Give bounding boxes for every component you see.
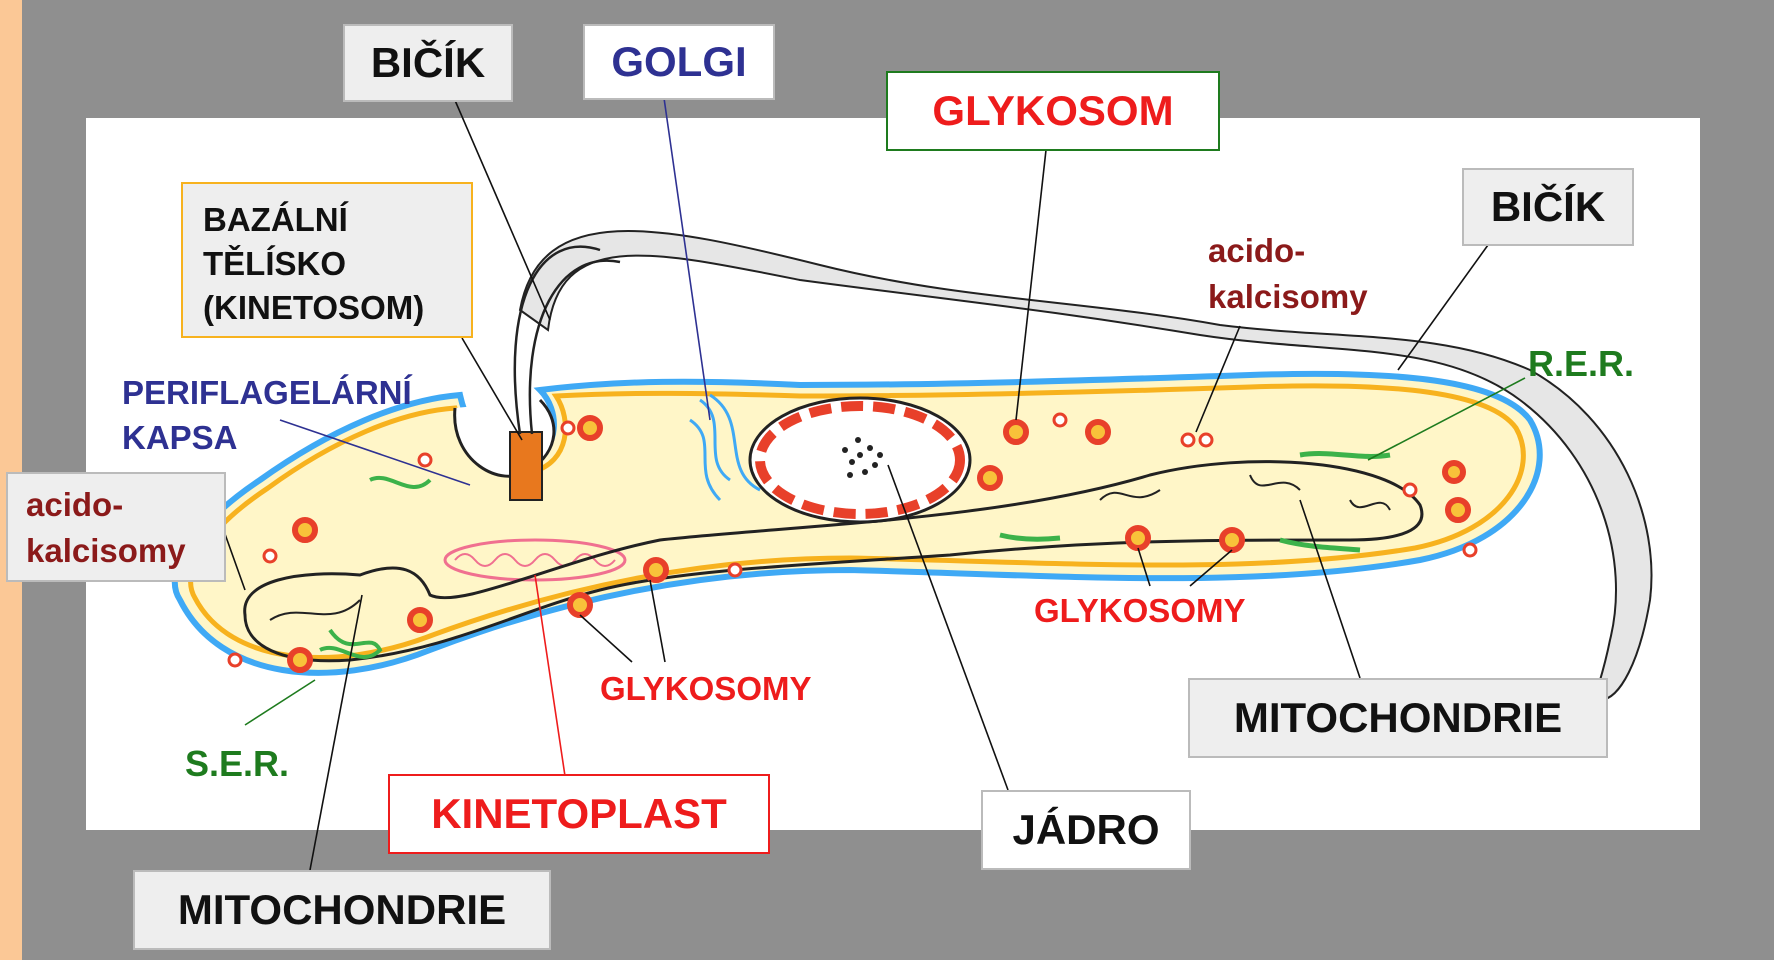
label-periflagelarni-kapsa: PERIFLAGELÁRNÍ KAPSA <box>122 370 412 460</box>
label-glykosomy-center: GLYKOSOMY <box>600 670 812 708</box>
label-jadro: JÁDRO <box>981 790 1191 870</box>
label-bazalni-telisko: BAZÁLNÍ TĚLÍSKO (KINETOSOM) <box>181 182 473 338</box>
label-bicik-top: BIČÍK <box>343 24 513 102</box>
label-rer: R.E.R. <box>1528 344 1634 384</box>
label-bicik-right: BIČÍK <box>1462 168 1634 246</box>
label-mitochondrie-left: MITOCHONDRIE <box>133 870 551 950</box>
basal-body-shape <box>510 432 542 500</box>
label-acidokalcisomy-right: acido- kalcisomy <box>1208 228 1368 320</box>
label-golgi: GOLGI <box>583 24 775 100</box>
label-glykosomy-right: GLYKOSOMY <box>1034 592 1246 630</box>
label-acidokalcisomy-left: acido- kalcisomy <box>6 472 226 582</box>
label-mitochondrie-right: MITOCHONDRIE <box>1188 678 1608 758</box>
label-ser: S.E.R. <box>185 744 289 784</box>
nucleus-shape <box>750 398 970 522</box>
label-kinetoplast: KINETOPLAST <box>388 774 770 854</box>
label-glykosom: GLYKOSOM <box>886 71 1220 151</box>
